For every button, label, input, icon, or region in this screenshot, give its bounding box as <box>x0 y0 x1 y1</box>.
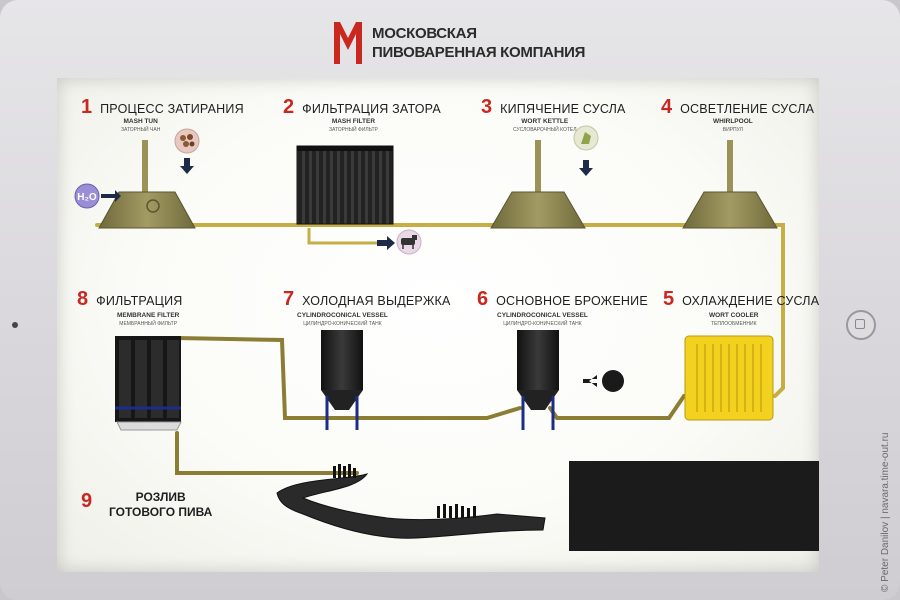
step-9-title: РОЗЛИВ ГОТОВОГО ПИВА <box>109 490 213 519</box>
brand-name: МОСКОВСКАЯ ПИВОВАРЕННАЯ КОМПАНИЯ <box>372 24 585 62</box>
bottling-conveyor <box>276 464 546 539</box>
mash-tun-vessel <box>98 140 196 229</box>
malt-icon <box>174 128 200 174</box>
membrane-filter-unit <box>115 336 182 431</box>
home-button[interactable] <box>846 310 876 340</box>
h2o-label: H₂O <box>77 192 97 203</box>
brand-logo: МОСКОВСКАЯ ПИВОВАРЕННАЯ КОМПАНИЯ <box>332 20 585 66</box>
water-h2o-icon: H₂O <box>74 183 121 209</box>
wort-pipe <box>95 223 785 398</box>
camera-dot <box>12 322 18 328</box>
wort-cooler-unit <box>684 335 774 421</box>
wort-kettle-vessel <box>490 140 586 229</box>
lagering-tank <box>321 330 363 430</box>
spent-grain-cow-icon <box>377 229 422 255</box>
photo-credit: © Peter Danilov | navara.time-out.ru <box>880 432 891 592</box>
yeast-icon <box>583 370 624 392</box>
whirlpool-vessel <box>682 140 778 229</box>
step-9-number: 9 <box>81 490 93 512</box>
process-diagram-panel: H₂O <box>57 78 819 572</box>
filter-waste-pipe <box>307 228 377 245</box>
hops-icon <box>573 125 599 176</box>
brand-line-2: ПИВОВАРЕННАЯ КОМПАНИЯ <box>372 44 586 61</box>
brand-m-icon <box>334 22 362 64</box>
brand-line-1: МОСКОВСКАЯ <box>372 25 477 42</box>
mash-filter-unit <box>296 145 394 225</box>
dark-display-box <box>569 461 819 551</box>
fermentation-tank <box>517 330 559 430</box>
process-diagram: H₂O <box>74 125 819 551</box>
beer-pipe <box>175 336 686 475</box>
